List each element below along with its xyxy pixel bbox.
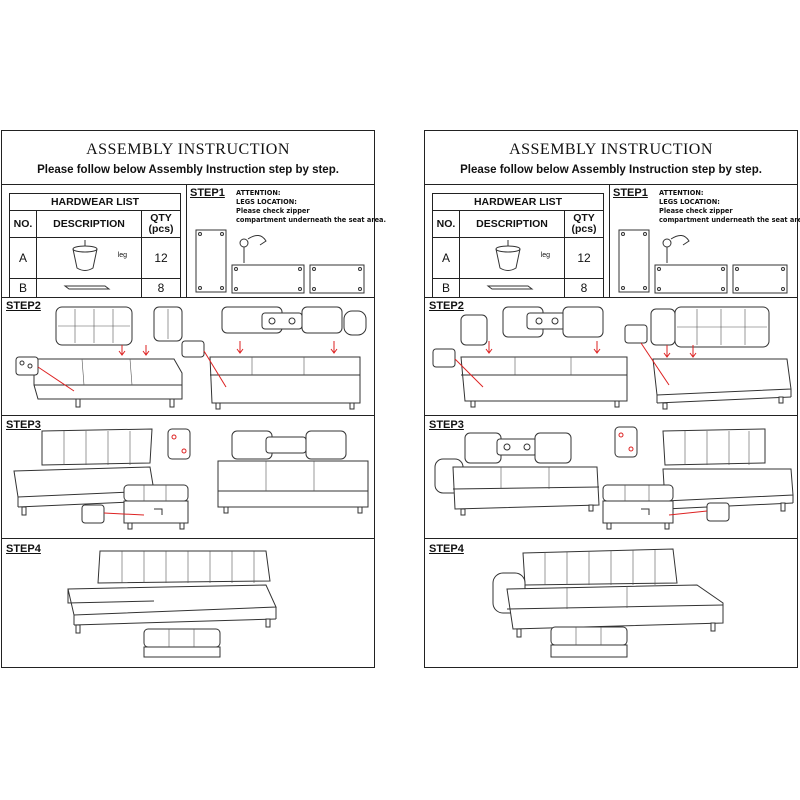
- row-b-qty: 8: [564, 278, 604, 298]
- step3-label: STEP3: [6, 419, 41, 431]
- step2-diagram: [432, 306, 792, 410]
- divider: [425, 538, 797, 539]
- hardware-list-caption: HARDWEAR LIST: [9, 193, 181, 211]
- sofa-diagram: [33, 306, 183, 408]
- row-a-qty: 12: [141, 237, 181, 279]
- attention-line: LEGS LOCATION:: [659, 198, 720, 206]
- row-a-description: leg: [36, 237, 142, 279]
- step2-diagram: [15, 306, 367, 410]
- hardware-bag-icon: [668, 502, 730, 522]
- attention-line: Please check zipper: [659, 207, 733, 215]
- hardware-list-table: HARDWEAR LIST NO. DESCRIPTION QTY (pcs) …: [9, 193, 181, 298]
- step4-diagram: [492, 548, 724, 658]
- row-a-qty: 12: [564, 237, 604, 279]
- step1-label: STEP1: [613, 187, 648, 199]
- step4-label: STEP4: [429, 543, 464, 555]
- row-b-description: [36, 278, 142, 298]
- attention-line: compartment underneath the seat area.: [659, 216, 800, 224]
- step1-attention: ATTENTION: LEGS LOCATION: Please check z…: [236, 189, 386, 225]
- zipper-icon: [614, 426, 638, 458]
- sheet-title: ASSEMBLY INSTRUCTION: [509, 141, 713, 158]
- sofa-diagram: [181, 306, 367, 410]
- sheet-title: ASSEMBLY INSTRUCTION: [86, 141, 290, 158]
- sofa-diagram: [217, 430, 369, 514]
- sofa-diagram: [434, 432, 600, 516]
- step1-diagram: [618, 229, 788, 294]
- attention-line: ATTENTION:: [659, 189, 704, 197]
- zipper-icon: [239, 235, 267, 263]
- step1-diagram: [195, 229, 365, 294]
- sofa-diagram: [13, 428, 155, 516]
- ottoman-diagram: [550, 626, 628, 658]
- step1-label: STEP1: [190, 187, 225, 199]
- zipper-icon: [167, 428, 191, 460]
- sofa-diagram: [662, 428, 794, 512]
- row-b-qty: 8: [141, 278, 181, 298]
- col-no-header: NO.: [432, 210, 460, 238]
- attention-line: Please check zipper: [236, 207, 310, 215]
- row-a-no: A: [9, 237, 37, 279]
- leg-label: leg: [540, 252, 550, 259]
- sofa-diagram: [624, 306, 792, 410]
- instruction-sheet-right: ASSEMBLY INSTRUCTION Please follow below…: [424, 130, 800, 668]
- step3-diagram: [434, 426, 794, 530]
- divider: [2, 184, 374, 185]
- col-qty-header: QTY (pcs): [141, 210, 181, 238]
- step4-label: STEP4: [6, 543, 41, 555]
- sheet-subtitle: Please follow below Assembly Instruction…: [37, 164, 339, 176]
- sofa-diagram: [492, 548, 724, 638]
- leg-icon: [72, 240, 98, 271]
- row-b-description: [459, 278, 565, 298]
- step1-attention: ATTENTION: LEGS LOCATION: Please check z…: [659, 189, 800, 225]
- attention-line: compartment underneath the seat area.: [236, 216, 386, 224]
- col-description-header: DESCRIPTION: [459, 210, 565, 238]
- divider: [425, 184, 797, 185]
- row-a-description: leg: [459, 237, 565, 279]
- divider: [2, 297, 374, 298]
- ottoman-diagram: [143, 628, 221, 658]
- divider: [186, 184, 187, 297]
- step3-label: STEP3: [429, 419, 464, 431]
- step4-diagram: [67, 550, 277, 658]
- step3-diagram: [13, 428, 369, 530]
- divider: [2, 415, 374, 416]
- ottoman-diagram: [123, 484, 189, 530]
- sheet-subtitle: Please follow below Assembly Instruction…: [460, 164, 762, 176]
- hardware-list-caption: HARDWEAR LIST: [432, 193, 604, 211]
- hardware-list-table: HARDWEAR LIST NO. DESCRIPTION QTY (pcs) …: [432, 193, 604, 298]
- leg-label: leg: [117, 252, 127, 259]
- instruction-sheet-left: ASSEMBLY INSTRUCTION Please follow below…: [1, 130, 386, 668]
- attention-line: ATTENTION:: [236, 189, 281, 197]
- row-b-no: B: [9, 278, 37, 298]
- bracket-icon: [486, 285, 534, 290]
- divider: [425, 297, 797, 298]
- zipper-icon: [662, 235, 690, 263]
- divider: [609, 184, 610, 297]
- hardware-bag-icon: [15, 356, 75, 392]
- row-b-no: B: [432, 278, 460, 298]
- hardware-bag-icon: [81, 504, 145, 524]
- ottoman-diagram: [602, 484, 674, 530]
- step2-label: STEP2: [6, 300, 41, 312]
- divider: [2, 538, 374, 539]
- row-a-no: A: [432, 237, 460, 279]
- leg-icon: [495, 240, 521, 271]
- divider: [425, 415, 797, 416]
- sofa-diagram: [67, 550, 277, 634]
- step2-label: STEP2: [429, 300, 464, 312]
- col-no-header: NO.: [9, 210, 37, 238]
- col-description-header: DESCRIPTION: [36, 210, 142, 238]
- col-qty-header: QTY (pcs): [564, 210, 604, 238]
- bracket-icon: [63, 285, 111, 290]
- attention-line: LEGS LOCATION:: [236, 198, 297, 206]
- sofa-diagram: [432, 306, 628, 408]
